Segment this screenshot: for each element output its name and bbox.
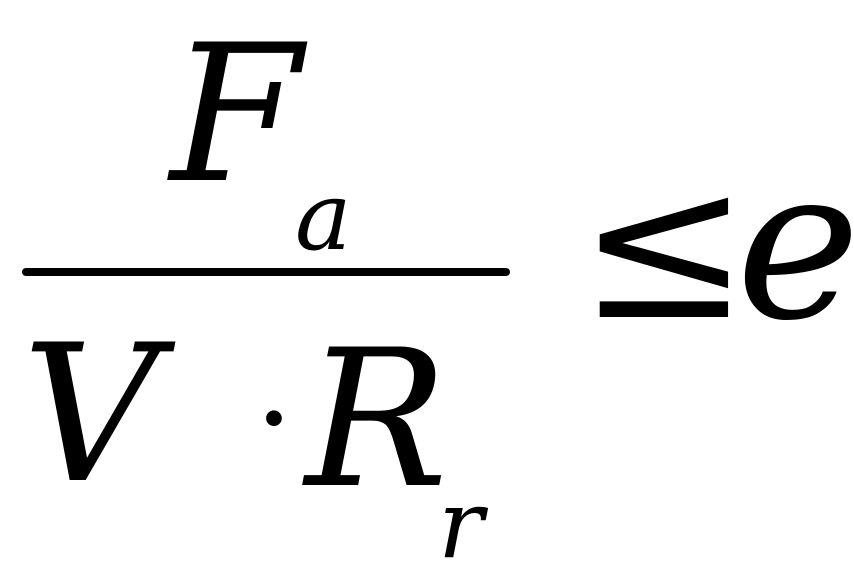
numerator-symbol-f: F: [170, 4, 302, 225]
denominator-subscript-r: r: [438, 470, 484, 580]
multiplication-dot: ·: [255, 350, 294, 489]
denominator-symbol-v: V: [22, 304, 160, 525]
denominator-symbol-r: R: [305, 309, 449, 530]
right-side-symbol-e: e: [736, 122, 854, 367]
numerator-subscript-a: a: [295, 162, 352, 272]
less-than-or-equal-symbol: ≤: [578, 128, 750, 366]
fraction-bar: [22, 268, 510, 276]
